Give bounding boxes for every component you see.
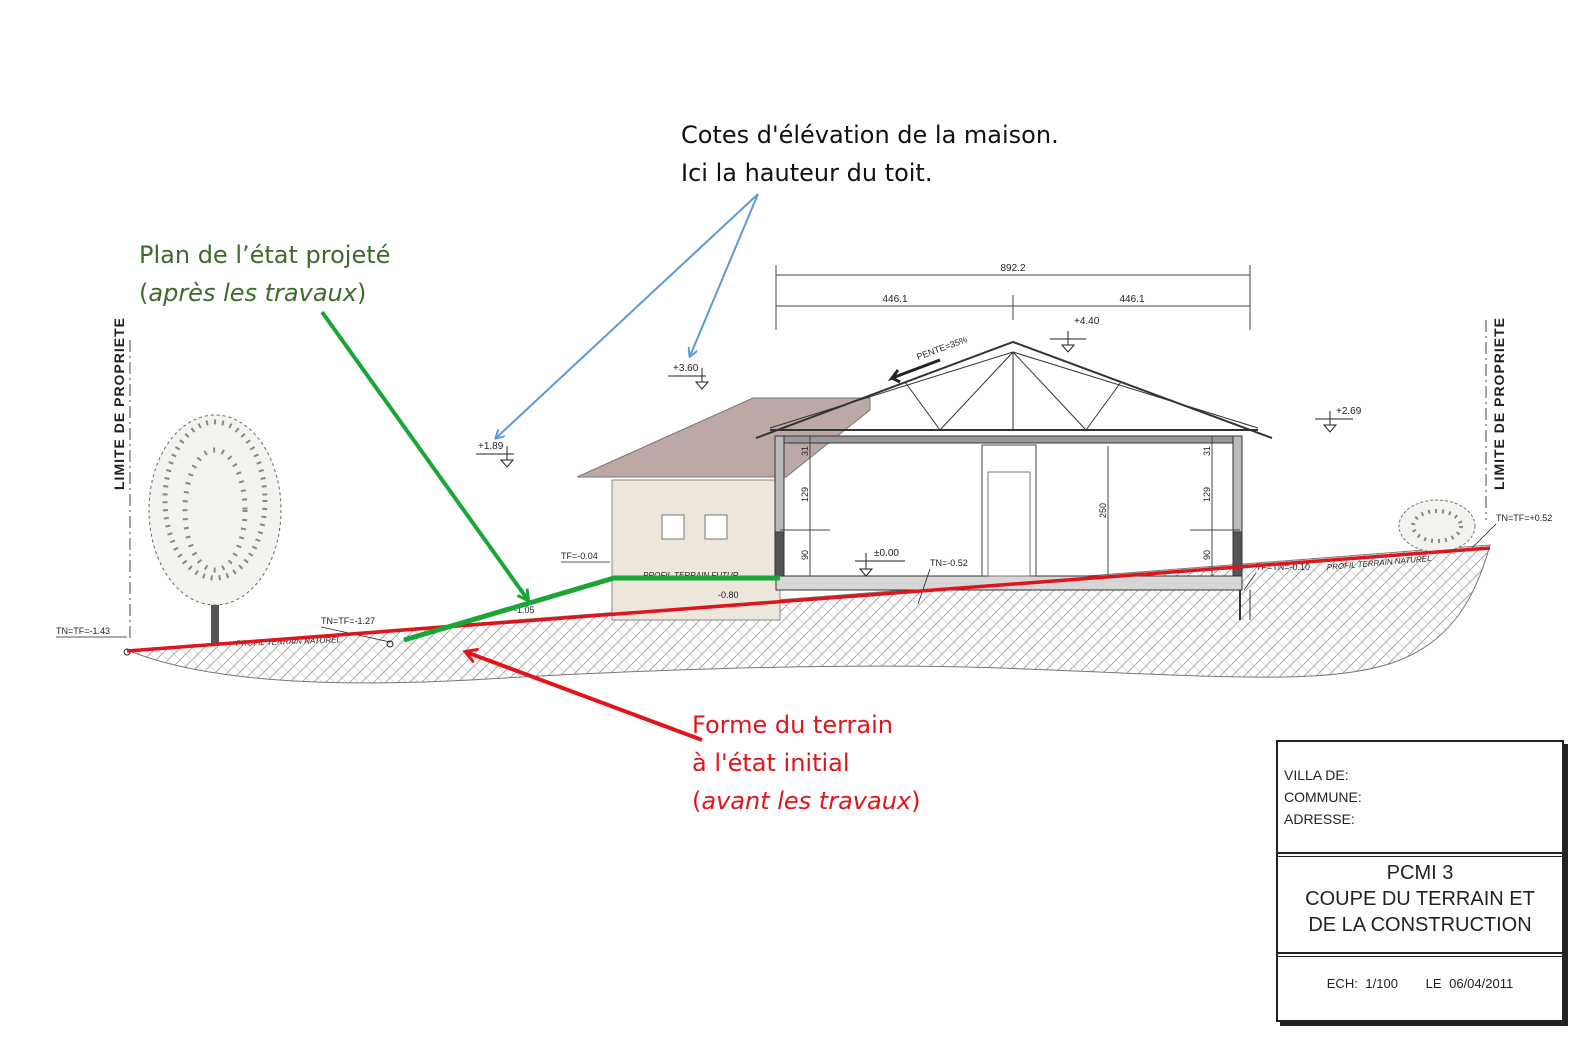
roof-height-line2: Ici la hauteur du toit. [681,159,933,187]
house-section [755,340,1273,620]
height-31-right: 31 [1202,446,1212,456]
roof-height-line1: Cotes d'élévation de la maison. [681,121,1059,149]
level-tn-left: TN=TF=-1.27 [321,616,375,626]
level-tn-center: TN=-0.52 [930,558,968,568]
level-minus-080: -0.80 [718,590,739,600]
level-annex-roof: +3.60 [673,363,699,374]
drawing-title-line2: DE LA CONSTRUCTION [1308,914,1532,936]
title-block-divider [1278,956,1562,957]
drawing-code: PCMI 3 [1386,862,1454,884]
roof-height-annotation: Cotes d'élévation de la maison. Ici la h… [681,116,1059,192]
level-tn-far-right: TN=TF=+0.52 [1496,513,1552,523]
level-floor: ±0.00 [874,548,899,559]
initial-terrain-annotation: Forme du terrain à l'état initial (avant… [692,706,921,820]
height-129-left: 129 [800,487,810,502]
title-block: VILLA DE: COMMUNE: ADRESSE: PCMI 3 COUPE… [1276,740,1564,1022]
property-limit-left-label: LIMITE DE PROPRIETE [111,317,127,490]
level-minus-105: -1.05 [514,605,535,615]
initial-terrain-line2: à l'état initial [692,749,850,777]
dim-half-right: 446.1 [1119,294,1144,305]
commune-label: COMMUNE: [1284,789,1362,805]
initial-terrain-line [126,546,1491,653]
property-limit-right: LIMITE DE PROPRIETE [1485,317,1507,520]
property-limit-left: LIMITE DE PROPRIETE [111,317,131,640]
height-31-left: 31 [800,446,810,456]
projected-plan-line2: (après les travaux) [139,279,367,307]
title-block-divider [1278,952,1562,954]
red-arrow [466,652,703,742]
level-tf-annex: TF=-0.04 [561,551,598,561]
bush-icon [1398,499,1476,553]
height-129-right: 129 [1202,487,1212,502]
drawing-date: LE 06/04/2011 [1425,976,1514,991]
villa-label: VILLA DE: [1284,767,1349,783]
height-90-left: 90 [800,550,810,560]
level-right: +2.69 [1336,406,1362,417]
dimension-lines [775,265,1251,576]
level-tf-tn-right: TF=TN=-0.10 [1256,562,1310,572]
title-block-footer: ECH: 1/100 LE 06/04/2011 [1278,976,1562,991]
dim-total: 892.2 [1000,263,1025,274]
level-eave: +1.89 [478,441,504,452]
initial-terrain-line3: (avant les travaux) [692,787,921,815]
level-roof-ridge: +4.40 [1074,316,1100,327]
green-arrow [320,310,528,600]
point-marker-mid [386,640,394,648]
annex-building [576,397,871,621]
title-block-info: VILLA DE: COMMUNE: ADRESSE: [1284,764,1362,830]
dim-half-left: 446.1 [882,294,907,305]
drawing-scale: ECH: 1/100 [1326,976,1398,991]
drawing-title-line1: COUPE DU TERRAIN ET [1305,888,1535,910]
slope-arrow-icon [887,358,941,384]
blue-arrow-to-eave [496,193,759,438]
level-markers [476,331,1353,577]
projected-plan-annotation: Plan de l’état projeté (après les travau… [139,236,390,312]
initial-terrain-line1: Forme du terrain [692,711,893,739]
adresse-label: ADRESSE: [1284,811,1355,827]
height-250: 250 [1098,503,1108,518]
level-tn-far-left: TN=TF=-1.43 [56,626,110,636]
tree-icon [148,414,282,645]
slope-label: PENTE=35% [915,334,968,362]
title-block-divider [1278,852,1562,854]
property-limit-right-label: LIMITE DE PROPRIETE [1491,317,1507,490]
blue-arrow-to-annex [690,193,759,356]
projected-plan-line1: Plan de l’état projeté [139,241,391,269]
height-90-right: 90 [1202,550,1212,560]
projected-terrain-line [403,575,780,643]
title-block-main: PCMI 3 COUPE DU TERRAIN ET DE LA CONSTRU… [1278,860,1562,938]
title-block-divider [1278,856,1562,857]
